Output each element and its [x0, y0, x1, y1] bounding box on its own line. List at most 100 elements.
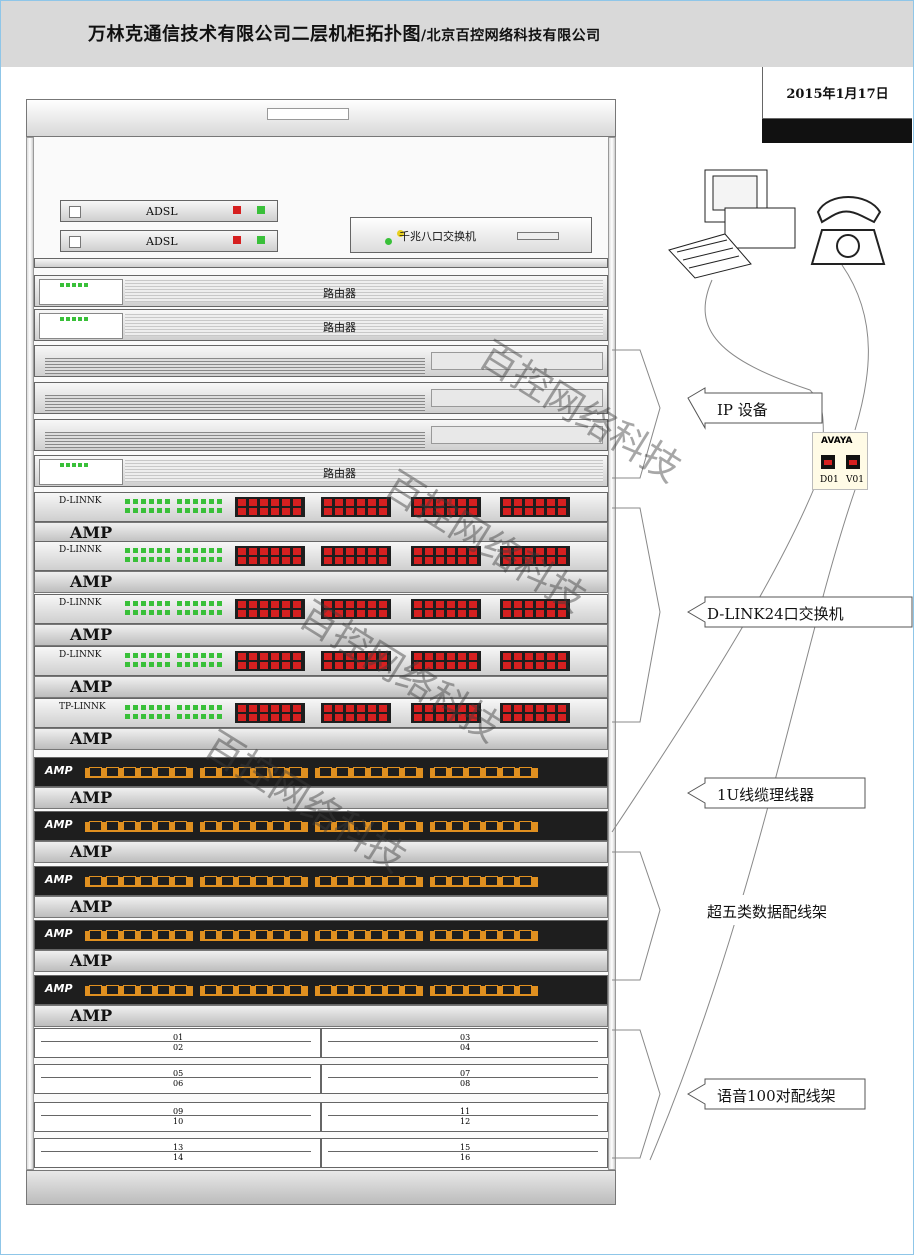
- port-icon: [346, 705, 354, 712]
- led-green-icon: [141, 714, 146, 719]
- led-green-icon: [217, 662, 222, 667]
- port-block: [85, 877, 193, 887]
- port-icon: [514, 499, 522, 506]
- led-green-icon: [201, 601, 206, 606]
- led-green-icon: [141, 499, 146, 504]
- port-icon: [469, 662, 477, 669]
- port-icon: [293, 610, 301, 617]
- callout-voice-patch: 语音100对配线架: [717, 1086, 836, 1105]
- voice-port-label: 06: [173, 1079, 184, 1088]
- led-green-icon: [141, 610, 146, 615]
- port-block: [315, 822, 423, 832]
- port-icon: [547, 714, 555, 721]
- port-icon: [368, 653, 376, 660]
- port-icon: [370, 985, 383, 995]
- port-icon: [272, 876, 285, 886]
- led-green-icon: [149, 662, 154, 667]
- port-icon: [451, 767, 464, 777]
- port-icon: [525, 557, 533, 564]
- port-icon: [485, 930, 498, 940]
- port-icon: [260, 714, 268, 721]
- power-button-icon: [69, 236, 81, 248]
- led-green-icon: [149, 653, 154, 658]
- led-green-icon: [177, 653, 182, 658]
- port-icon: [558, 662, 566, 669]
- port-block: [430, 877, 538, 887]
- port-block: [200, 877, 308, 887]
- port-icon: [249, 653, 257, 660]
- led-green-icon: [141, 705, 146, 710]
- led-green-icon: [209, 601, 214, 606]
- port-icon: [387, 767, 400, 777]
- led-green-icon: [165, 557, 170, 562]
- led-green-icon: [66, 317, 70, 321]
- voice-port-label: V01: [846, 475, 864, 485]
- cable-phone: [841, 264, 869, 431]
- port-icon: [485, 821, 498, 831]
- amp-cable-manager: [34, 728, 608, 750]
- port-icon: [335, 714, 343, 721]
- port-icon: [536, 601, 544, 608]
- port-icon: [353, 930, 366, 940]
- port-icon: [238, 508, 246, 515]
- port-icon: [451, 985, 464, 995]
- port-icon: [458, 499, 466, 506]
- port-icon: [425, 499, 433, 506]
- port-icon: [324, 662, 332, 669]
- port-icon: [336, 821, 349, 831]
- port-icon: [514, 610, 522, 617]
- port-icon: [221, 930, 234, 940]
- port-icon: [458, 548, 466, 555]
- led-green-icon: [177, 557, 182, 562]
- ip-device-vent: [45, 358, 425, 374]
- rack-base: [26, 1170, 616, 1205]
- router-label: 路由器: [323, 321, 356, 334]
- port-icon: [368, 601, 376, 608]
- voice-port-label: 16: [460, 1153, 471, 1162]
- voice-port-label: 09: [173, 1107, 184, 1116]
- amp-panel-logo: AMP: [45, 818, 73, 831]
- led-green-icon: [133, 508, 138, 513]
- title-company: /北京百控网络科技有限公司: [421, 28, 601, 44]
- port-icon: [238, 705, 246, 712]
- amp-patch-panel: AMP: [34, 975, 608, 1005]
- computer-icon: [668, 169, 796, 279]
- port-icon: [346, 610, 354, 617]
- port-icon: [502, 985, 515, 995]
- voice-rail: [328, 1115, 598, 1116]
- port-icon: [519, 767, 532, 777]
- port-icon: [387, 876, 400, 886]
- port-icon: [379, 548, 387, 555]
- port-icon: [357, 662, 365, 669]
- port-icon: [260, 557, 268, 564]
- voice-port-label: 12: [460, 1117, 471, 1126]
- voice-port-label: 02: [173, 1043, 184, 1052]
- port-icon: [536, 557, 544, 564]
- adsl-label: ADSL: [146, 235, 178, 248]
- port-icon: [525, 548, 533, 555]
- led-green-icon: [165, 714, 170, 719]
- led-green-icon: [141, 662, 146, 667]
- port-block: [430, 931, 538, 941]
- led-green-icon: [157, 705, 162, 710]
- port-icon: [414, 557, 422, 564]
- led-green-icon: [78, 283, 82, 287]
- port-icon: [485, 985, 498, 995]
- port-icon: [502, 821, 515, 831]
- port-icon: [468, 985, 481, 995]
- port-icon: [357, 610, 365, 617]
- port-icon: [293, 601, 301, 608]
- port-icon: [282, 548, 290, 555]
- led-green-icon: [149, 705, 154, 710]
- led-green-icon: [209, 714, 214, 719]
- led-green-icon: [157, 499, 162, 504]
- port-icon: [324, 548, 332, 555]
- router-label: 路由器: [323, 467, 356, 480]
- port-icon: [271, 548, 279, 555]
- port-icon: [89, 767, 102, 777]
- port-icon: [324, 653, 332, 660]
- port-icon: [447, 508, 455, 515]
